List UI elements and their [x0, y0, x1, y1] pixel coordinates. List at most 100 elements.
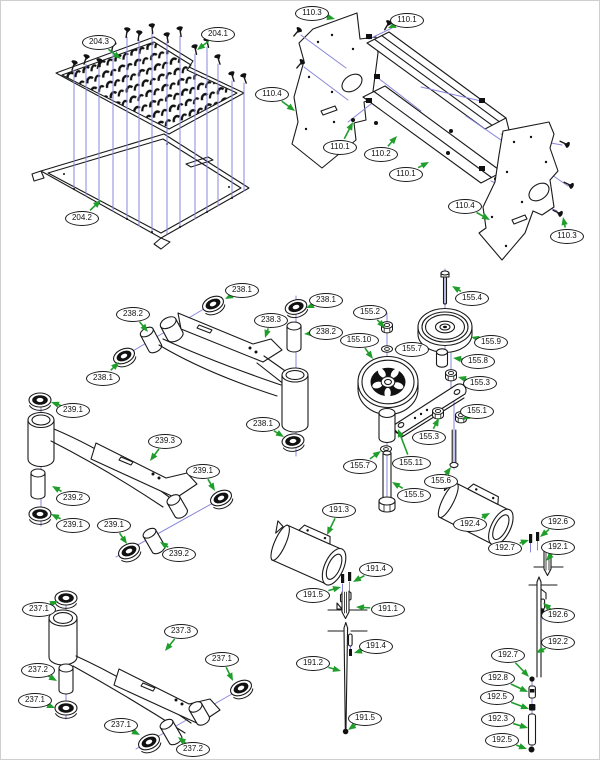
part-number: 110.1: [396, 169, 416, 178]
part-callout[interactable]: 192.8: [481, 670, 515, 686]
part-callout[interactable]: 110.3: [295, 5, 329, 21]
part-callout[interactable]: 192.2: [541, 634, 575, 650]
part-callout[interactable]: 239.2: [56, 490, 90, 506]
part-callout[interactable]: 192.6: [541, 607, 575, 623]
part-callout[interactable]: 155.6: [424, 473, 458, 489]
part-number: 238.3: [260, 315, 282, 324]
part-callout[interactable]: 238.1: [86, 370, 120, 386]
part-callout[interactable]: 239.3: [148, 433, 182, 449]
callout-arrow-head: [92, 200, 101, 208]
part-callout[interactable]: 192.5: [485, 732, 519, 748]
callout-arrow-head: [520, 539, 529, 546]
part-callout[interactable]: 239.2: [162, 546, 196, 562]
part-callout[interactable]: 237.2: [21, 662, 55, 678]
part-callout[interactable]: 204.3: [82, 34, 116, 50]
part-callout[interactable]: 237.3: [164, 623, 198, 639]
part-callout[interactable]: 238.1: [225, 282, 259, 298]
part-callout[interactable]: 237.2: [176, 741, 210, 757]
part-number: 237.1: [211, 654, 233, 663]
part-number: 204.3: [88, 37, 110, 46]
callout-arrow-head: [119, 535, 127, 544]
part-callout[interactable]: 191.4: [359, 561, 393, 577]
part-callout[interactable]: 155.3: [463, 375, 497, 391]
part-callout[interactable]: 191.3: [322, 502, 356, 518]
part-callout[interactable]: 155.7: [343, 458, 377, 474]
part-callout[interactable]: 155.1: [460, 403, 494, 419]
part-callout[interactable]: 155.7: [395, 341, 429, 357]
part-callout[interactable]: 155.2: [353, 304, 387, 320]
part-callout[interactable]: 204.2: [65, 210, 99, 226]
part-number: 239.3: [154, 436, 176, 445]
part-callout[interactable]: 110.3: [550, 228, 584, 244]
part-callout[interactable]: 191.2: [296, 655, 330, 671]
part-number: 191.4: [365, 641, 387, 650]
part-callout[interactable]: 155.10: [339, 332, 379, 348]
part-callout[interactable]: 192.1: [541, 539, 575, 555]
part-callout[interactable]: 192.7: [488, 540, 522, 556]
part-callout[interactable]: 237.1: [205, 651, 239, 667]
part-number: 192.4: [459, 519, 481, 528]
part-callout[interactable]: 239.1: [186, 463, 220, 479]
part-callout[interactable]: 237.1: [104, 717, 138, 733]
part-number: 192.2: [547, 637, 569, 646]
part-number: 191.1: [377, 604, 399, 613]
part-callout[interactable]: 192.6: [541, 514, 575, 530]
part-callout[interactable]: 238.1: [246, 416, 280, 432]
part-callout[interactable]: 237.1: [22, 601, 56, 617]
part-callout[interactable]: 155.5: [397, 487, 431, 503]
part-number: 191.3: [328, 505, 350, 514]
part-callout[interactable]: 110.1: [323, 139, 357, 155]
part-callout[interactable]: 238.3: [254, 312, 288, 328]
part-callout[interactable]: 110.4: [255, 86, 289, 102]
part-number: 155.3: [469, 378, 491, 387]
part-callout[interactable]: 238.1: [309, 292, 343, 308]
part-callout[interactable]: 155.11: [391, 455, 431, 471]
part-number: 238.1: [92, 373, 114, 382]
part-callout[interactable]: 192.4: [453, 516, 487, 532]
part-callout[interactable]: 204.1: [201, 26, 235, 42]
callout-arrow-head: [481, 513, 490, 520]
part-number: 155.5: [403, 490, 425, 499]
part-callout[interactable]: 237.1: [18, 692, 52, 708]
callout-arrow-head: [519, 722, 528, 729]
part-number: 192.6: [547, 610, 569, 619]
part-callout[interactable]: 238.2: [309, 324, 343, 340]
part-callout[interactable]: 238.2: [116, 306, 150, 322]
part-number: 237.1: [28, 604, 50, 613]
callout-arrow-head: [346, 122, 353, 131]
part-callout[interactable]: 191.1: [371, 601, 405, 617]
part-callout[interactable]: 239.1: [97, 517, 131, 533]
part-callout[interactable]: 110.4: [448, 198, 482, 214]
part-callout[interactable]: 155.9: [474, 334, 508, 350]
part-callout[interactable]: 192.3: [481, 711, 515, 727]
part-number: 192.7: [494, 543, 516, 552]
part-callout[interactable]: 155.8: [461, 353, 495, 369]
assembly-204-art: [31, 22, 250, 250]
part-callout[interactable]: 155.4: [455, 290, 489, 306]
callout-arrow-head: [543, 603, 552, 611]
part-callout[interactable]: 192.7: [491, 647, 525, 663]
part-callout[interactable]: 110.2: [364, 146, 398, 162]
callout-arrow-head: [332, 665, 341, 672]
callout-arrow-head: [389, 136, 397, 145]
part-callout[interactable]: 191.5: [348, 710, 382, 726]
assembly-239-art: [27, 392, 236, 566]
part-callout[interactable]: 192.5: [480, 689, 514, 705]
part-number: 239.1: [62, 520, 84, 529]
part-number: 192.8: [487, 673, 509, 682]
assembly-238-art: [110, 292, 310, 457]
part-callout[interactable]: 110.1: [390, 12, 424, 28]
part-number: 110.4: [455, 201, 475, 210]
part-callout[interactable]: 239.1: [56, 402, 90, 418]
part-callout[interactable]: 191.4: [359, 638, 393, 654]
callout-arrow-head: [48, 674, 57, 681]
part-callout[interactable]: 155.3: [412, 429, 446, 445]
callout-arrow-head: [452, 286, 461, 293]
part-callout[interactable]: 191.5: [296, 587, 330, 603]
part-number: 155.2: [359, 307, 381, 316]
callout-arrow-head: [518, 743, 527, 750]
part-callout[interactable]: 110.1: [389, 166, 423, 182]
part-callout[interactable]: 239.1: [56, 517, 90, 533]
